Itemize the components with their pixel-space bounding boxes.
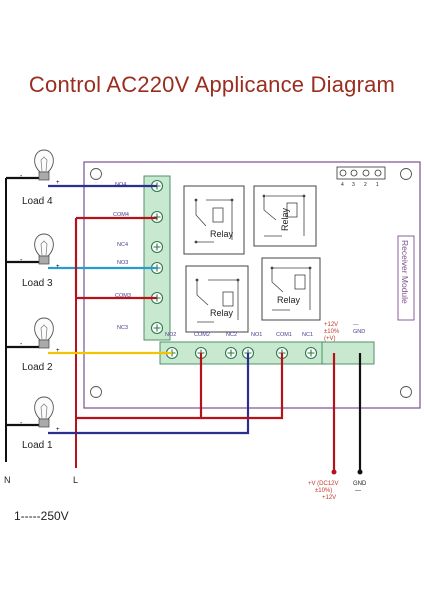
power-gnd-label: GND [353,329,365,335]
terminal-label-no3: NO3 [117,260,128,266]
pin [350,169,358,177]
supply-gnd-line: — [355,488,361,494]
terminal-screw [150,321,164,335]
power-gnd-line: — [353,322,359,328]
terminal-label-com4: COM4 [113,212,129,218]
pin [362,169,370,177]
relay-2: Relay [253,185,317,247]
mounting-hole [400,386,412,398]
light-bulb-icon: -+ [20,317,60,354]
terminal-label-no1: NO1 [251,332,262,338]
pin-label: 3 [352,182,355,188]
svg-text:-: - [20,257,23,264]
svg-text:+: + [56,427,60,433]
pin-header [336,166,386,180]
svg-text:+: + [56,180,60,186]
terminal-label-nc2: NC2 [226,332,237,338]
terminal-screw [304,346,318,360]
supply-gnd-label: GND [353,481,367,487]
load-label-3: Load 3 [22,278,53,289]
plus-supply-terminal [331,469,337,475]
svg-text:+: + [56,348,60,354]
mounting-hole [90,168,102,180]
wires [6,176,362,470]
module-label: Receiver Module [400,240,410,304]
terminal-label-com3: COM3 [115,293,131,299]
light-bulb-icon: -+ [20,149,60,186]
neutral-label: N [4,475,11,485]
svg-text:Relay: Relay [210,308,234,318]
relay-3: Relay [185,265,249,333]
terminal-label-nc4: NC4 [117,242,128,248]
pin [339,169,347,177]
svg-text:+: + [56,264,60,270]
gnd-supply-terminal [357,469,363,475]
power-plus-label: ±10% [324,329,340,335]
load-label-2: Load 2 [22,362,53,373]
receiver-board [83,161,421,409]
pin [374,169,382,177]
load-label-4: Load 4 [22,196,53,207]
pin-label: 4 [341,182,344,188]
relay-4: Relay [261,257,321,321]
left-terminal-block [143,175,171,341]
pin-label: 2 [364,182,367,188]
power-plus-label: (+V) [324,336,336,342]
load-label-1: Load 1 [22,440,53,451]
terminal-label-nc1: NC1 [302,332,313,338]
svg-text:-: - [20,420,23,427]
svg-text:-: - [20,173,23,180]
pin-label: 1 [376,182,379,188]
terminal-screw [150,240,164,254]
terminal-label-no2: NO2 [165,332,176,338]
mounting-hole [400,168,412,180]
power-plus-label: +12V [324,322,338,328]
power-terminal-block [321,341,375,365]
relay-1: Relay [183,185,245,255]
terminal-label-com1: COM1 [276,332,292,338]
mounting-hole [90,386,102,398]
svg-text:Relay: Relay [277,295,301,305]
svg-text:Relay: Relay [210,229,234,239]
svg-text:-: - [20,341,23,348]
supply-plus-label: +V (DC12V [308,481,339,487]
terminal-label-nc3: NC3 [117,325,128,331]
light-bulb-icon: -+ [20,233,60,270]
live-label: L [73,475,78,485]
terminal-screw [224,346,238,360]
supply-plus-label: +12V [322,495,336,501]
supply-plus-label: ±10%) [315,488,332,494]
voltage-note: 1-----250V [14,509,69,523]
terminal-label-com2: COM2 [194,332,210,338]
module-label-box [397,235,415,321]
light-bulb-icon: -+ [20,396,60,433]
svg-text:Relay: Relay [280,207,290,231]
diagram-title: Control AC220V Applicance Diagram [28,72,396,97]
